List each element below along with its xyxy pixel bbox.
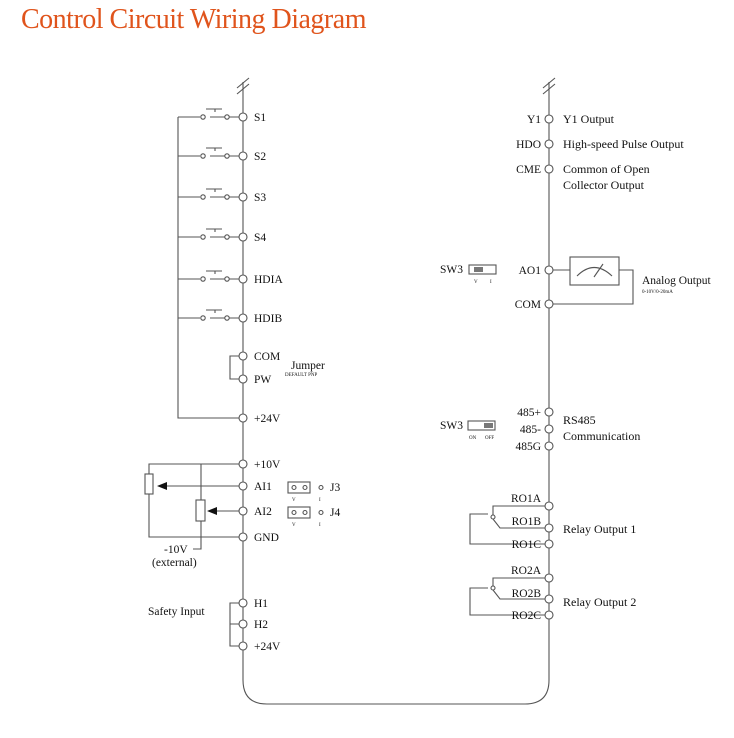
safety-input-wiring — [229, 602, 239, 647]
label-10v: +10V — [254, 459, 281, 471]
ext-voltage-label: -10V — [164, 544, 188, 556]
label-h1: H1 — [254, 598, 268, 610]
sw3-485-on: ON — [469, 436, 477, 441]
j3-i: I — [319, 498, 321, 503]
label-s2: S2 — [254, 151, 266, 163]
j3-label: J3 — [330, 482, 340, 494]
label-cme: CME — [516, 164, 541, 176]
relay-wiring — [469, 505, 545, 616]
right-terminal-labels: Y1 HDO CME AO1 COM 485+ 485- 485G RO1A R… — [511, 114, 542, 622]
label-ai1: AI1 — [254, 481, 272, 493]
label-ai2: AI2 — [254, 506, 272, 518]
desc-hdo: High-speed Pulse Output — [563, 137, 684, 151]
desc-relay-1: Relay Output 1 — [563, 522, 636, 536]
wiper-arrow-1 — [157, 482, 167, 490]
right-descriptions: Y1 Output High-speed Pulse Output Common… — [563, 112, 711, 609]
label-24v-safety: +24V — [254, 641, 281, 653]
label-485g: 485G — [515, 441, 541, 453]
desc-rs485-2: Communication — [563, 429, 640, 443]
label-com-right: COM — [515, 299, 541, 311]
label-s3: S3 — [254, 192, 266, 204]
label-h2: H2 — [254, 619, 268, 631]
ext-label: (external) — [152, 557, 197, 569]
label-ro2b: RO2B — [512, 588, 542, 600]
safety-input-label: Safety Input — [148, 606, 205, 618]
analog-input-wiring — [144, 463, 324, 550]
label-hdia: HDIA — [254, 274, 283, 286]
jumper-label: Jumper — [291, 360, 325, 372]
left-terminal-labels: S1 S2 S3 S4 HDIA HDIB COM PW +24V +10V A… — [254, 112, 283, 653]
label-ro1c: RO1C — [512, 539, 542, 551]
desc-cme-1: Common of Open — [563, 162, 650, 176]
label-gnd: GND — [254, 532, 279, 544]
label-ro1a: RO1A — [511, 493, 542, 505]
terminal-circles — [238, 112, 554, 651]
j3-jumper-block — [287, 481, 311, 494]
j4-jumper-block — [287, 506, 311, 519]
potentiometer-1 — [144, 473, 154, 495]
label-ro2a: RO2A — [511, 565, 542, 577]
main-bus — [236, 77, 556, 705]
label-s1: S1 — [254, 112, 266, 124]
label-485n: 485- — [520, 424, 541, 436]
desc-analog-range: 0-10V/0-20mA — [642, 290, 673, 295]
j4-v: V — [292, 523, 296, 528]
desc-relay-2: Relay Output 2 — [563, 595, 636, 609]
label-hdo: HDO — [516, 139, 541, 151]
jumper-wire — [229, 355, 239, 380]
page-title: Control Circuit Wiring Diagram — [21, 4, 366, 35]
j4-i: I — [319, 523, 321, 528]
desc-analog-output: Analog Output — [642, 275, 711, 287]
label-hdib: HDIB — [254, 313, 282, 325]
label-ao1: AO1 — [519, 265, 542, 277]
wiper-arrow-2 — [207, 507, 217, 515]
sw3-485-switch — [467, 420, 496, 431]
label-ro1b: RO1B — [512, 516, 542, 528]
j3-v: V — [292, 498, 296, 503]
sw3-ao-v: V — [474, 280, 478, 285]
label-com: COM — [254, 351, 280, 363]
desc-cme-2: Collector Output — [563, 178, 645, 192]
sw3-ao-i: I — [490, 280, 492, 285]
desc-y1: Y1 Output — [563, 112, 615, 126]
left-break-mark — [236, 77, 250, 95]
label-s4: S4 — [254, 232, 266, 244]
label-y1: Y1 — [527, 114, 541, 126]
desc-rs485-1: RS485 — [563, 413, 596, 427]
j4-label: J4 — [330, 507, 340, 519]
digital-input-switches — [177, 108, 243, 419]
jumper-sublabel: DEFAULT PNP — [285, 373, 317, 378]
potentiometer-2 — [195, 499, 206, 522]
right-break-mark — [542, 77, 556, 95]
label-485p: 485+ — [517, 407, 541, 419]
analog-output-meter — [468, 256, 634, 305]
sw3-485-off: OFF — [485, 436, 494, 441]
label-ro2c: RO2C — [512, 610, 542, 622]
label-pw: PW — [254, 374, 271, 386]
sw3-485-label: SW3 — [440, 420, 463, 432]
sw3-ao-label: SW3 — [440, 264, 463, 276]
label-24v: +24V — [254, 413, 281, 425]
sw3-ao-switch — [468, 264, 497, 275]
